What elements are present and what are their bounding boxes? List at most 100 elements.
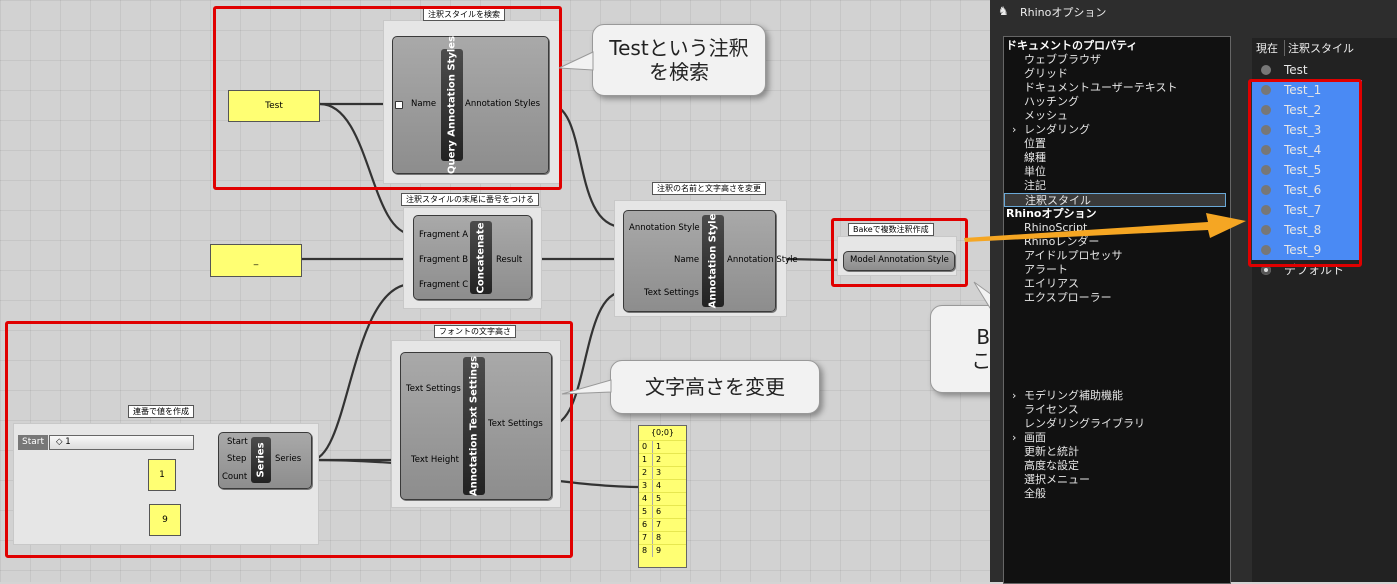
slider-track[interactable]: ◇ 1 <box>49 435 194 450</box>
query-annotation-styles-component[interactable]: Query Annotation Styles Name Annotation … <box>392 36 549 174</box>
model-annotation-style-component[interactable]: Model Annotation Style <box>843 251 955 271</box>
tree-item-label: 更新と統計 <box>1024 445 1079 458</box>
list-index: 1 <box>639 454 653 466</box>
chevron-right-icon[interactable]: › <box>1012 123 1017 136</box>
tree-item[interactable]: 注釈スタイル <box>1004 193 1226 207</box>
tree-item[interactable]: › モデリング補助機能 <box>1012 389 1123 403</box>
callout-bake: Bakeで文字高さが ことなる注釈を作成 <box>930 305 990 393</box>
tree-item[interactable]: ライセンス <box>1024 403 1079 417</box>
tree-item-label: モデリング補助機能 <box>1024 389 1123 402</box>
style-row[interactable]: Test_7 <box>1252 200 1362 220</box>
tree-item-label: 注釈スタイル <box>1025 194 1091 207</box>
style-row[interactable]: Test_9 <box>1252 240 1362 260</box>
tree-item[interactable]: 注記 <box>1024 179 1046 193</box>
tree-item[interactable]: グリッド <box>1024 67 1068 81</box>
group-label-text-height: フォントの文字高さ <box>434 325 516 338</box>
tree-item[interactable]: RhinoScript <box>1024 221 1087 235</box>
style-row[interactable]: Test <box>1252 60 1362 80</box>
radio-icon[interactable] <box>1261 205 1271 215</box>
tree-item[interactable]: エクスプローラー <box>1024 291 1112 305</box>
radio-icon[interactable] <box>1261 125 1271 135</box>
pin-result: Result <box>496 255 523 265</box>
radio-icon[interactable] <box>1261 225 1271 235</box>
tree-item-label: レンダリングライブラリ <box>1024 417 1145 430</box>
tree-item[interactable]: レンダリングライブラリ <box>1024 417 1145 431</box>
pin-text-settings-out: Text Settings <box>488 419 543 429</box>
panel-one[interactable]: 1 <box>148 459 176 491</box>
series-component[interactable]: Series Start Step Count Series <box>218 432 312 489</box>
radio-icon[interactable] <box>1261 145 1271 155</box>
panel-test[interactable]: Test <box>228 90 320 122</box>
annotation-text-settings-component[interactable]: Annotation Text Settings Text Settings T… <box>400 352 552 500</box>
list-value: 2 <box>656 455 662 464</box>
radio-icon[interactable] <box>1261 85 1271 95</box>
radio-icon[interactable] <box>1261 185 1271 195</box>
style-row[interactable]: Test_3 <box>1252 120 1362 140</box>
style-row[interactable]: Test_8 <box>1252 220 1362 240</box>
style-row[interactable]: Test_6 <box>1252 180 1362 200</box>
callout-height: 文字高さを変更 <box>610 360 820 414</box>
chevron-right-icon[interactable]: › <box>1012 431 1017 444</box>
radio-icon[interactable] <box>1261 165 1271 175</box>
radio-icon[interactable] <box>1261 245 1271 255</box>
list-icon <box>395 101 403 109</box>
tree-item-label: 画面 <box>1024 431 1046 444</box>
panel-underscore[interactable]: _ <box>210 244 302 277</box>
pin-step: Step <box>227 454 247 464</box>
chevron-right-icon[interactable]: › <box>1012 389 1017 402</box>
tree-item-label: アラート <box>1024 263 1068 276</box>
radio-icon[interactable] <box>1261 65 1271 75</box>
style-name: Test_7 <box>1284 203 1322 217</box>
grasshopper-canvas[interactable]: 注釈スタイルを検索 Query Annotation Styles Name A… <box>0 0 990 582</box>
style-row[interactable]: Test_2 <box>1252 100 1362 120</box>
group-label-bake: Bakeで複数注釈作成 <box>848 223 934 236</box>
tree-item[interactable]: › 画面 <box>1012 431 1046 445</box>
tree-item[interactable]: ウェブブラウザ <box>1024 53 1101 67</box>
list-index: 3 <box>639 480 653 492</box>
callout-height-tail <box>561 379 612 395</box>
style-row[interactable]: Test_1 <box>1252 80 1362 100</box>
pin-count: Count <box>222 472 248 482</box>
group-label-annotation-style: 注釈の名前と文字高さを変更 <box>652 182 766 195</box>
annotation-style-component[interactable]: Annotation Style Annotation Style Name T… <box>623 210 798 312</box>
tree-item-label: ウェブブラウザ <box>1024 53 1101 66</box>
style-row[interactable]: Test_5 <box>1252 160 1362 180</box>
tree-header[interactable]: Rhinoオプション <box>1006 207 1096 221</box>
col-current[interactable]: 現在 <box>1256 42 1278 55</box>
tree-item[interactable]: ›レンダリング <box>1012 123 1090 137</box>
tree-item[interactable]: ドキュメントユーザーテキスト <box>1024 81 1177 95</box>
tree-item-label: Rhinoオプション <box>1006 207 1097 220</box>
tree-header[interactable]: ドキュメントのプロパティ <box>1006 39 1137 53</box>
tree-item[interactable]: アラート <box>1024 263 1068 277</box>
tree-item-label: 線種 <box>1024 151 1046 164</box>
list-header: {0;0} <box>650 428 675 437</box>
tree-item[interactable]: ハッチング <box>1024 95 1079 109</box>
tree-item[interactable]: 更新と統計 <box>1024 445 1079 459</box>
tree-item-label: 選択メニュー <box>1024 473 1090 486</box>
radio-icon[interactable] <box>1261 265 1271 275</box>
tree-item[interactable]: 選択メニュー <box>1024 473 1090 487</box>
col-style-name[interactable]: 注釈スタイル <box>1284 40 1354 56</box>
options-tree[interactable]: ドキュメントのプロパティウェブブラウザグリッドドキュメントユーザーテキストハッチ… <box>1003 36 1231 584</box>
start-slider[interactable]: Start ◇ 1 <box>18 435 194 450</box>
tree-item[interactable]: 全般 <box>1024 487 1046 501</box>
style-row[interactable]: Test_4 <box>1252 140 1362 160</box>
panel-nine[interactable]: 9 <box>149 504 181 536</box>
rhino-options-window: ♞ Rhinoオプション ドキュメントのプロパティウェブブラウザグリッドドキュメ… <box>990 0 1397 584</box>
tree-item[interactable]: 位置 <box>1024 137 1046 151</box>
model-annotation-title: Model Annotation Style <box>850 255 949 265</box>
tree-item[interactable]: 線種 <box>1024 151 1046 165</box>
tree-item[interactable]: エイリアス <box>1024 277 1079 291</box>
tree-item[interactable]: 単位 <box>1024 165 1046 179</box>
pin-name: Name <box>411 99 437 109</box>
radio-icon[interactable] <box>1261 105 1271 115</box>
concatenate-component[interactable]: Concatenate Fragment A Fragment B Fragme… <box>413 215 532 300</box>
tree-item[interactable]: メッシュ <box>1024 109 1068 123</box>
tree-item[interactable]: Rhinoレンダー <box>1024 235 1099 249</box>
tree-item[interactable]: アイドルプロセッサ <box>1024 249 1122 263</box>
tree-item[interactable]: 高度な設定 <box>1024 459 1079 473</box>
